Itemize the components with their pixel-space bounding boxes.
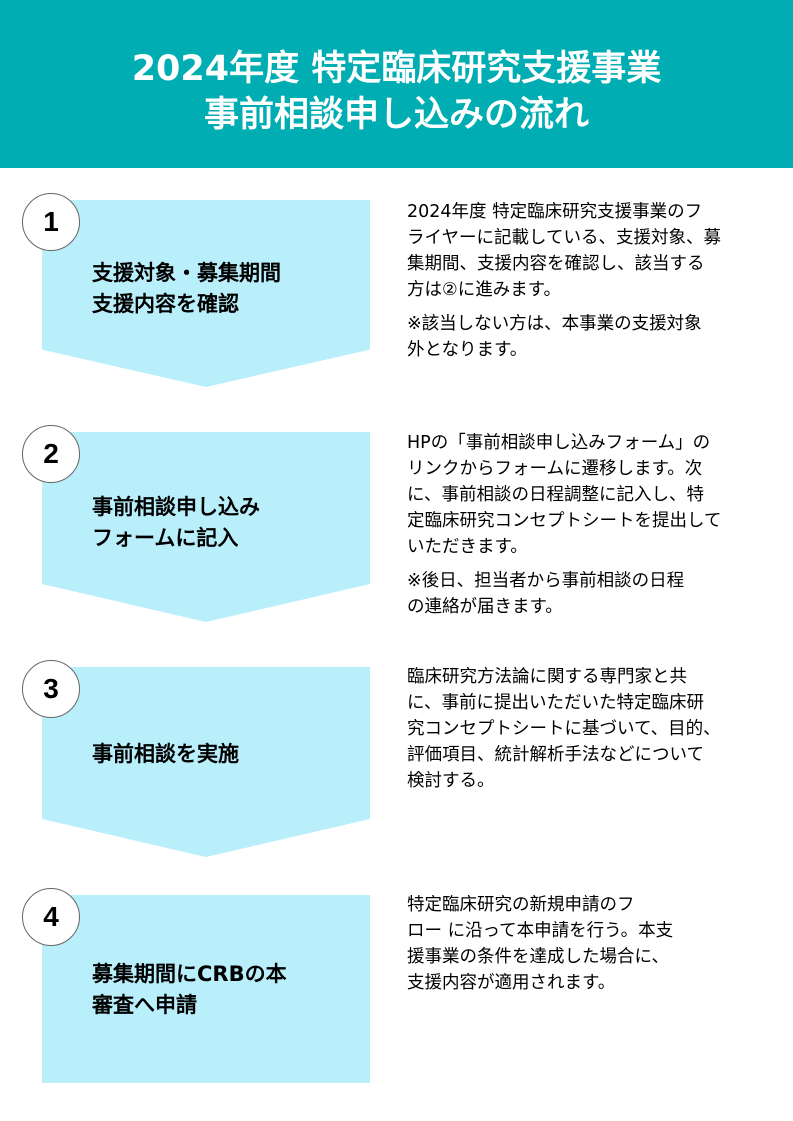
description-line: ※後日、担当者から事前相談の日程	[407, 571, 685, 591]
description-paragraph: 2024年度 特定臨床研究支援事業のフライヤーに記載している、支援対象、募集期間…	[407, 199, 767, 303]
description-line: 究コンセプトシートに基づいて、目的、	[407, 719, 721, 739]
step-number-badge: 4	[22, 888, 80, 946]
step-label-line: 募集期間にCRBの本	[92, 962, 287, 986]
step-label-line: フォームに記入	[92, 526, 239, 550]
description-line: 外となります。	[407, 340, 528, 360]
description-paragraph: HPの「事前相談申し込みフォーム」のリンクからフォームに遷移します。次に、事前相…	[407, 430, 767, 560]
step-description: 2024年度 特定臨床研究支援事業のフライヤーに記載している、支援対象、募集期間…	[407, 199, 767, 371]
step-3: 3 事前相談を実施	[22, 660, 370, 857]
description-line: ライヤーに記載している、支援対象、募	[407, 228, 721, 248]
description-line: 2024年度 特定臨床研究支援事業のフ	[407, 202, 703, 222]
step-label-line: 審査へ申請	[92, 993, 197, 1017]
step-chevron-shape	[42, 667, 370, 857]
note-paragraph: ※後日、担当者から事前相談の日程の連絡が届きます。	[407, 568, 767, 620]
step-number-badge: 3	[22, 660, 80, 718]
step-chevron-shape	[42, 432, 370, 622]
step-label: 事前相談申し込みフォームに記入	[92, 492, 260, 554]
description-paragraph: 臨床研究方法論に関する専門家と共に、事前に提出いただいた特定臨床研究コンセプトシ…	[407, 664, 767, 794]
step-label: 事前相談を実施	[92, 739, 239, 770]
description-line: に、事前相談の日程調整に記入し、特	[407, 485, 704, 505]
description-line: 臨床研究方法論に関する専門家と共	[407, 667, 687, 687]
description-line: 検討する。	[407, 771, 495, 791]
description-line: 援事業の条件を達成した場合に、	[407, 947, 669, 967]
description-line: 特定臨床研究の新規申請のフ	[407, 895, 635, 915]
note-paragraph: ※該当しない方は、本事業の支援対象外となります。	[407, 311, 767, 363]
page-title-line-2: 事前相談申し込みの流れ	[203, 95, 589, 135]
step-description: HPの「事前相談申し込みフォーム」のリンクからフォームに遷移します。次に、事前相…	[407, 430, 767, 628]
step-number-badge: 1	[22, 193, 80, 251]
description-line: の連絡が届きます。	[407, 597, 563, 617]
step-label: 支援対象・募集期間支援内容を確認	[92, 258, 281, 320]
description-paragraph: 特定臨床研究の新規申請のフロー に沿って本申請を行う。本支援事業の条件を達成した…	[407, 892, 767, 996]
description-line: いただきます。	[407, 537, 528, 557]
header-banner: 2024年度 特定臨床研究支援事業 事前相談申し込みの流れ	[0, 0, 793, 168]
description-line: 集期間、支援内容を確認し、該当する	[407, 254, 705, 274]
step-description: 臨床研究方法論に関する専門家と共に、事前に提出いただいた特定臨床研究コンセプトシ…	[407, 664, 767, 802]
step-number-badge: 2	[22, 425, 80, 483]
step-chevron-shape	[42, 200, 370, 387]
step-box-shape	[42, 895, 370, 1083]
description-line: 支援内容が適用されます。	[407, 973, 616, 993]
description-line: リンクからフォームに遷移します。次	[407, 459, 703, 479]
page-title-line-1: 2024年度 特定臨床研究支援事業	[131, 49, 662, 89]
description-line: HPの「事前相談申し込みフォーム」の	[407, 433, 711, 453]
description-line: ※該当しない方は、本事業の支援対象	[407, 314, 702, 334]
description-line: に、事前に提出いただいた特定臨床研	[407, 693, 704, 713]
step-label-line: 事前相談を実施	[92, 742, 239, 766]
step-description: 特定臨床研究の新規申請のフロー に沿って本申請を行う。本支援事業の条件を達成した…	[407, 892, 767, 1004]
description-line: ロー に沿って本申請を行う。本支	[407, 921, 674, 941]
description-line: 定臨床研究コンセプトシートを提出して	[407, 511, 722, 531]
step-label-line: 支援内容を確認	[92, 292, 239, 316]
step-label: 募集期間にCRBの本審査へ申請	[92, 959, 287, 1021]
description-line: 方は②に進みます。	[407, 280, 561, 300]
step-label-line: 支援対象・募集期間	[92, 261, 281, 285]
step-label-line: 事前相談申し込み	[92, 495, 260, 519]
description-line: 評価項目、統計解析手法などについて	[407, 745, 704, 765]
